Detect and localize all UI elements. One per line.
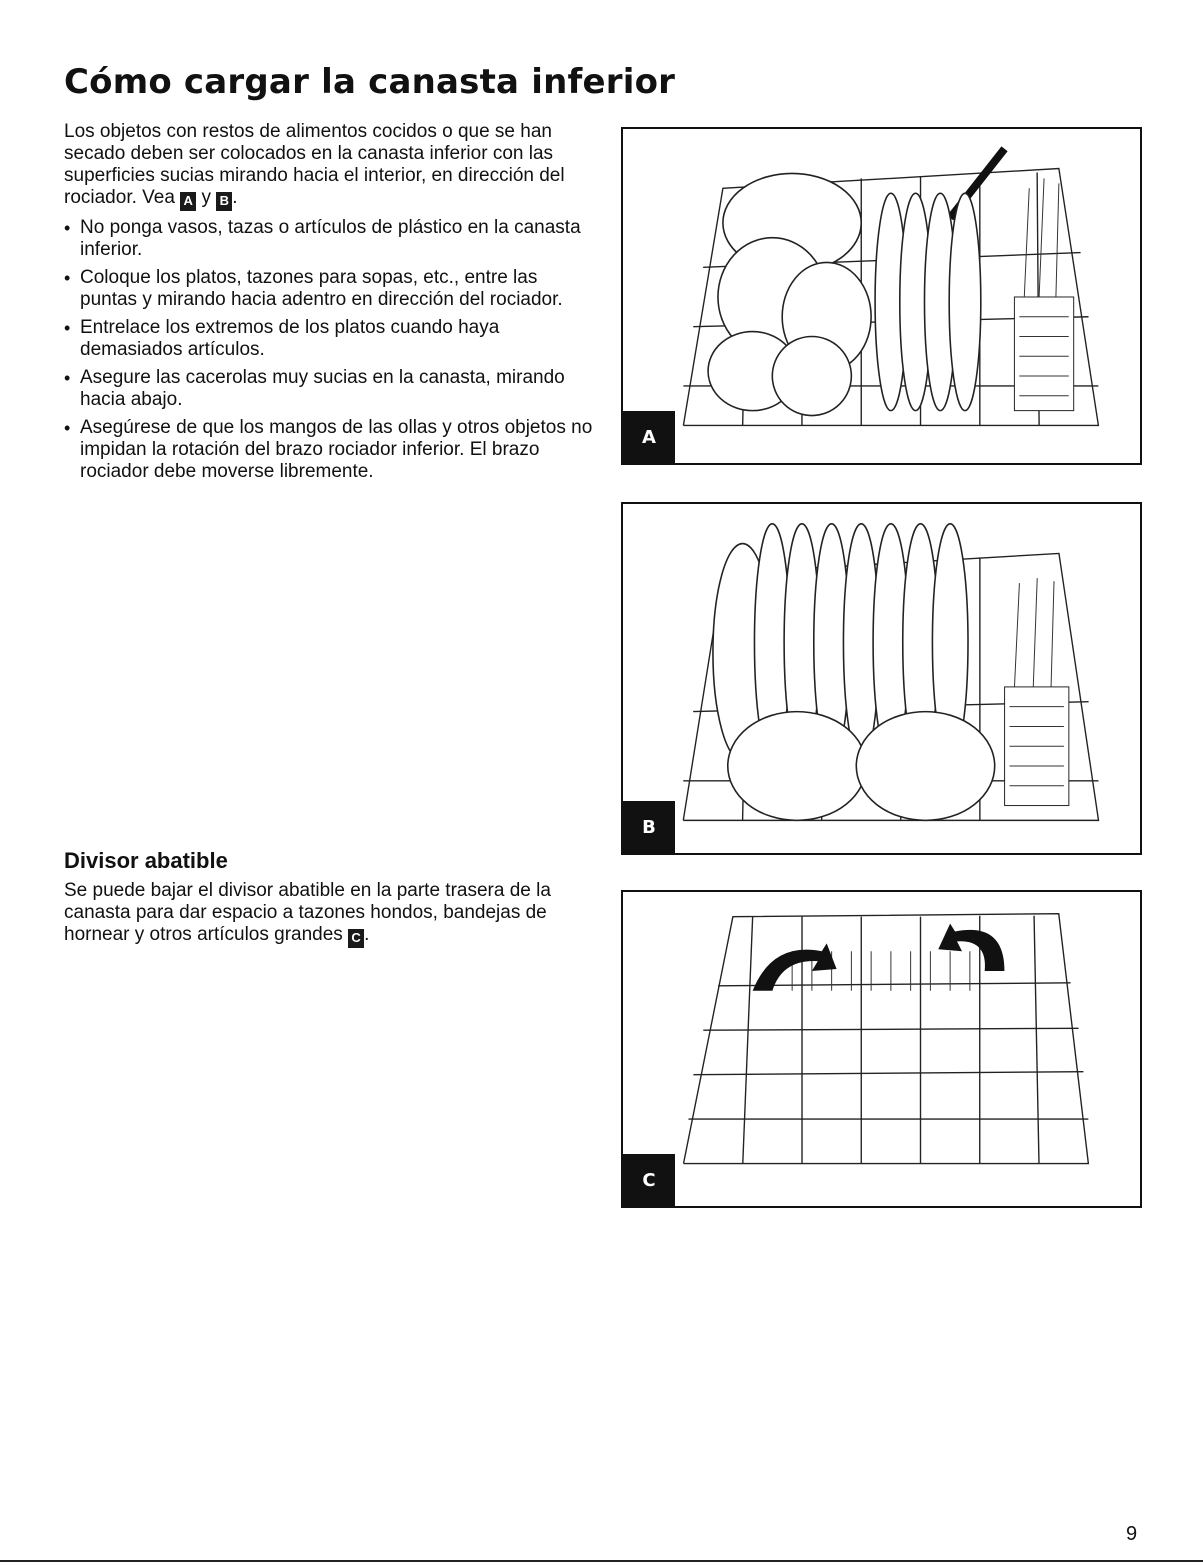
intro-end: . xyxy=(232,187,238,208)
figure-a: A xyxy=(621,127,1142,465)
intro-conj: y xyxy=(201,187,211,208)
rack-loaded-pans-illustration xyxy=(682,146,1100,427)
fold-down-arrow-icon xyxy=(752,923,1005,991)
figure-label-c: C xyxy=(623,1154,675,1206)
list-item: Asegure las cacerolas muy sucias en la c… xyxy=(64,367,594,411)
footer-rule xyxy=(0,1560,1203,1562)
divider-paragraph: Se puede bajar el divisor abatible en la… xyxy=(64,880,594,948)
list-item: Coloque los platos, tazones para sopas, … xyxy=(64,267,594,311)
divider-text: Se puede bajar el divisor abatible en la… xyxy=(64,880,551,945)
figure-label-a: A xyxy=(623,411,675,463)
section-heading: Divisor abatible xyxy=(64,848,228,873)
list-item: No ponga vasos, tazas o artículos de plá… xyxy=(64,217,594,261)
page-number: 9 xyxy=(1126,1523,1138,1545)
figure-b: B xyxy=(621,502,1142,855)
figure-ref-a: A xyxy=(180,192,197,211)
list-item: Asegúrese de que los mangos de las ollas… xyxy=(64,417,594,483)
rack-fold-down-tines-illustration xyxy=(682,913,1090,1165)
figure-ref-c: C xyxy=(348,929,365,948)
figure-label-b: B xyxy=(623,801,675,853)
figure-ref-b: B xyxy=(216,192,233,211)
loading-tips-list: No ponga vasos, tazas o artículos de plá… xyxy=(64,217,594,489)
intro-paragraph: Los objetos con restos de alimentos coci… xyxy=(64,121,594,211)
page-title: Cómo cargar la canasta inferior xyxy=(64,62,676,102)
divider-end: . xyxy=(364,924,370,945)
figure-c: C xyxy=(621,890,1142,1208)
list-item: Entrelace los extremos de los platos cua… xyxy=(64,317,594,361)
intro-text: Los objetos con restos de alimentos coci… xyxy=(64,121,565,208)
rack-loaded-plates-illustration xyxy=(682,522,1100,822)
